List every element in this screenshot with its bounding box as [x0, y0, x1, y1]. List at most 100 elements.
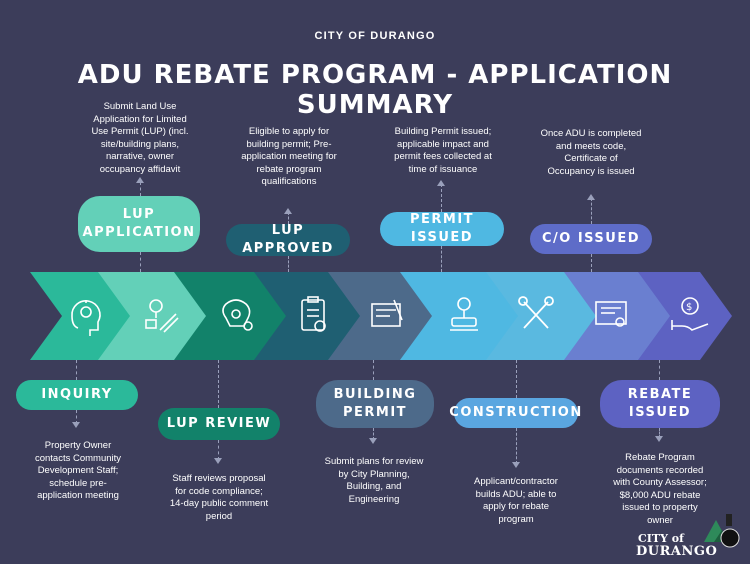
- desc-line: Property Owner: [44, 440, 112, 451]
- arrow-up-icon: [587, 194, 595, 200]
- connector-building-permit-bottom: [373, 428, 374, 440]
- desc-line: issued to property: [622, 502, 698, 513]
- desc-line: program: [498, 513, 534, 525]
- connector-co-issued: [591, 254, 592, 272]
- desc-line: Staff reviews proposal: [172, 473, 266, 484]
- chevron-segment-1: [30, 272, 132, 360]
- step-label: REBATE: [627, 387, 693, 402]
- step-label: PERMIT: [342, 405, 408, 420]
- connector-construction: [516, 360, 517, 398]
- stamp-icon: [450, 297, 478, 331]
- connector-construction-bottom: [516, 428, 517, 464]
- connector-lup-approved-top: [288, 212, 289, 224]
- clipboard-check-icon: [301, 296, 326, 332]
- desc-building-permit: Submit plans for review by City Planning…: [314, 456, 434, 506]
- step-building-permit: BUILDING PERMIT: [316, 380, 434, 428]
- step-label: LUP APPROVED: [242, 223, 334, 256]
- chevron-segment-3: [174, 272, 288, 360]
- desc-line: occupancy affidavit: [99, 163, 181, 175]
- desc-line: Building, and: [346, 481, 402, 492]
- desc-line: Submit plans for review: [324, 456, 424, 467]
- arrow-down-icon: [512, 462, 520, 468]
- connector-lup-application-top: [140, 182, 141, 196]
- step-lup-review: LUP REVIEW: [158, 408, 280, 440]
- chevron-segment-8: [564, 272, 672, 360]
- desc-rebate-issued: Rebate Program documents recorded with C…: [600, 452, 720, 527]
- mountain-train-icon: [704, 514, 740, 548]
- chevron-segment-7: [486, 272, 598, 360]
- connector-inquiry: [76, 360, 77, 380]
- blueprint-icon: [371, 299, 403, 327]
- certificate-icon: [595, 301, 627, 327]
- connector-lup-review-bottom: [218, 440, 219, 460]
- step-label: LUP REVIEW: [166, 416, 272, 431]
- desc-line: documents recorded: [616, 464, 704, 476]
- arrow-up-icon: [437, 180, 445, 186]
- step-label: APPLICATION: [82, 225, 196, 240]
- step-label: CONSTRUCTION: [449, 405, 583, 420]
- step-label: BUILDING: [333, 387, 417, 402]
- desc-line: Applicant/contractor: [474, 476, 558, 487]
- city-logo: CITY of DURANGO: [634, 508, 744, 560]
- desc-line: for code compliance;: [175, 485, 263, 497]
- desc-line: narrative, owner: [105, 151, 175, 162]
- desc-line: contacts Community: [34, 452, 122, 464]
- arrow-down-icon: [214, 458, 222, 464]
- arrow-down-icon: [655, 436, 663, 442]
- lightbulb-head-icon: [71, 300, 101, 336]
- desc-line: Rebate Program: [625, 452, 695, 463]
- desc-line: time of issuance: [408, 163, 478, 175]
- lightbulb-pencil-icon: [145, 299, 179, 333]
- desc-line: $8,000 ADU rebate: [619, 489, 701, 501]
- svg-text:$: $: [686, 302, 692, 313]
- desc-lup-review: Staff reviews proposal for code complian…: [158, 473, 280, 523]
- desc-line: owner: [647, 514, 673, 526]
- step-permit-issued: PERMIT ISSUED: [380, 212, 504, 246]
- desc-line: Certificate of: [564, 153, 618, 164]
- connector-lup-approved: [288, 256, 289, 272]
- desc-permit-issued: Building Permit issued; applicable impac…: [382, 126, 504, 176]
- desc-line: period: [205, 510, 233, 522]
- chevron-segment-2: [98, 272, 208, 360]
- logo-text: DURANGO: [636, 544, 718, 559]
- connector-building-permit: [373, 360, 374, 380]
- step-label: LUP: [122, 207, 156, 222]
- desc-line: Use Permit (LUP) (incl.: [91, 126, 189, 137]
- connector-lup-review: [218, 360, 219, 408]
- desc-lup-approved: Eligible to apply for building permit; P…: [228, 126, 350, 189]
- desc-line: applicable impact and: [397, 138, 489, 150]
- desc-line: rebate program: [256, 163, 322, 175]
- desc-line: application meeting: [37, 490, 119, 501]
- tools-icon: [518, 296, 554, 329]
- connector-rebate-issued: [659, 360, 660, 380]
- desc-line: Eligible to apply for: [248, 126, 330, 137]
- step-lup-application: LUP APPLICATION: [78, 196, 200, 252]
- step-rebate-issued: REBATE ISSUED: [600, 380, 720, 428]
- arrow-down-icon: [72, 422, 80, 428]
- desc-line: Once ADU is completed: [540, 128, 642, 139]
- desc-lup-application: Submit Land Use Application for Limited …: [80, 101, 200, 176]
- connector-co-issued-top: [591, 198, 592, 224]
- chevron-segment-9: [638, 272, 732, 360]
- desc-construction: Applicant/contractor builds ADU; able to…: [456, 476, 576, 526]
- logo-text: CITY of: [638, 532, 684, 545]
- step-lup-approved: LUP APPROVED: [226, 223, 350, 256]
- desc-line: site/building plans,: [100, 138, 180, 150]
- connector-permit-issued: [441, 246, 442, 272]
- desc-line: application meeting for: [241, 151, 337, 162]
- step-co-issued: C/O ISSUED: [530, 224, 652, 254]
- desc-inquiry: Property Owner contacts Community Develo…: [18, 440, 138, 503]
- desc-line: Engineering: [348, 493, 400, 505]
- hand-money-icon: $: [671, 297, 709, 331]
- desc-co-issued: Once ADU is completed and meets code, Ce…: [530, 128, 652, 178]
- step-construction: CONSTRUCTION: [449, 398, 581, 428]
- desc-line: by City Planning,: [338, 468, 410, 480]
- page-kicker: CITY OF DURANGO: [314, 30, 436, 42]
- desc-line: schedule pre-: [49, 477, 107, 489]
- desc-line: permit fees collected at: [394, 151, 492, 162]
- desc-line: Building Permit issued;: [394, 126, 492, 137]
- desc-line: apply for rebate: [482, 501, 549, 512]
- step-inquiry: INQUIRY: [16, 380, 138, 410]
- arrow-up-icon: [284, 208, 292, 214]
